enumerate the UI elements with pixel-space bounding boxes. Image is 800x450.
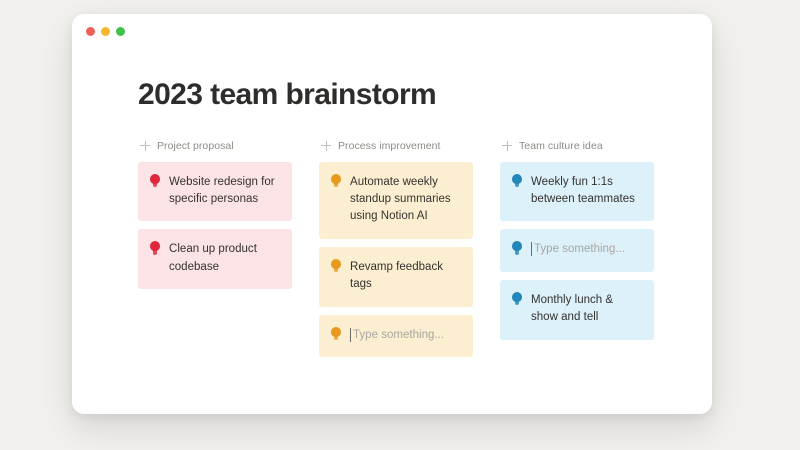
card-text: Weekly fun 1:1s between teammates bbox=[531, 175, 635, 205]
column-label: Process improvement bbox=[338, 139, 441, 152]
card-placeholder-text[interactable]: Type something... bbox=[350, 327, 444, 344]
add-card-to-column-2[interactable]: Process improvement bbox=[319, 138, 473, 154]
column-label: Team culture idea bbox=[519, 139, 603, 152]
card-placeholder-text[interactable]: Type something... bbox=[531, 241, 625, 258]
lightbulb-icon bbox=[149, 241, 160, 256]
lightbulb-icon bbox=[511, 173, 522, 189]
lightbulb-icon bbox=[330, 173, 341, 189]
card-text: Revamp feedback tags bbox=[350, 260, 443, 291]
lightbulb-icon bbox=[511, 291, 522, 307]
new-card-input[interactable]: Type something... bbox=[500, 229, 654, 272]
lightbulb-icon bbox=[330, 326, 341, 342]
idea-card[interactable]: Automate weekly standup summaries using … bbox=[319, 161, 473, 239]
idea-card[interactable]: Monthly lunch & show and tell bbox=[500, 279, 654, 340]
lightbulb-icon bbox=[149, 173, 160, 189]
plus-icon[interactable] bbox=[321, 140, 331, 151]
add-card-to-column-1[interactable]: Project proposal bbox=[138, 138, 292, 154]
card-text: Automate weekly standup summaries using … bbox=[350, 175, 451, 223]
plus-icon[interactable] bbox=[502, 140, 512, 151]
add-card-to-column-3[interactable]: Team culture idea bbox=[500, 138, 654, 154]
plus-icon[interactable] bbox=[140, 140, 150, 151]
card-text: Website redesign for specific personas bbox=[169, 175, 275, 205]
close-window-icon[interactable] bbox=[86, 26, 95, 36]
idea-card[interactable]: Weekly fun 1:1s between teammates bbox=[500, 161, 654, 222]
card-text: Monthly lunch & show and tell bbox=[531, 293, 614, 324]
card-text: Clean up product codebase bbox=[169, 243, 257, 273]
page-title: 2023 team brainstorm bbox=[138, 78, 437, 111]
new-card-input[interactable]: Type something... bbox=[319, 314, 473, 358]
idea-card[interactable]: Website redesign for specific personas bbox=[138, 161, 292, 222]
idea-card[interactable]: Clean up product codebase bbox=[138, 229, 292, 290]
lightbulb-icon bbox=[330, 258, 341, 274]
column-label: Project proposal bbox=[157, 139, 234, 152]
idea-card[interactable]: Revamp feedback tags bbox=[319, 246, 473, 307]
maximize-window-icon[interactable] bbox=[116, 26, 125, 36]
minimize-window-icon[interactable] bbox=[101, 26, 110, 36]
window-titlebar bbox=[72, 14, 712, 48]
lightbulb-icon bbox=[511, 241, 522, 256]
